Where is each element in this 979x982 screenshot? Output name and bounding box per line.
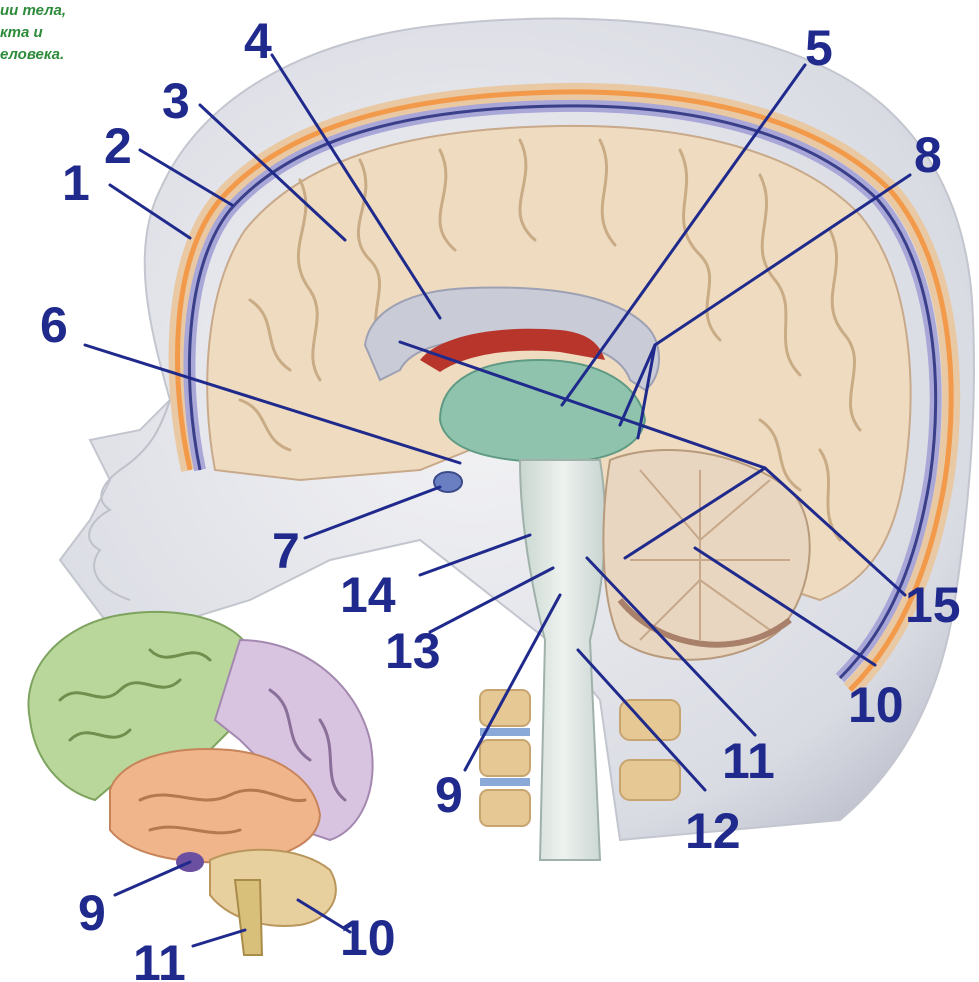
label-1: 1 xyxy=(62,155,90,211)
label-14: 14 xyxy=(340,567,396,623)
label-13: 13 xyxy=(385,623,441,679)
label-15: 15 xyxy=(905,577,961,633)
label-10: 10 xyxy=(848,677,904,733)
inset-label-10: 10 xyxy=(340,910,396,966)
inset-label-11: 11 xyxy=(133,935,186,982)
label-6: 6 xyxy=(40,297,68,353)
label-3: 3 xyxy=(162,73,190,129)
label-12: 12 xyxy=(685,803,741,859)
label-11: 11 xyxy=(722,733,775,789)
label-5: 5 xyxy=(805,20,833,76)
label-8: 8 xyxy=(914,127,942,183)
label-9: 9 xyxy=(435,767,463,823)
label-2: 2 xyxy=(104,118,132,174)
label-7: 7 xyxy=(272,523,300,579)
label-4: 4 xyxy=(244,13,272,69)
inset-label-9: 9 xyxy=(78,885,106,941)
